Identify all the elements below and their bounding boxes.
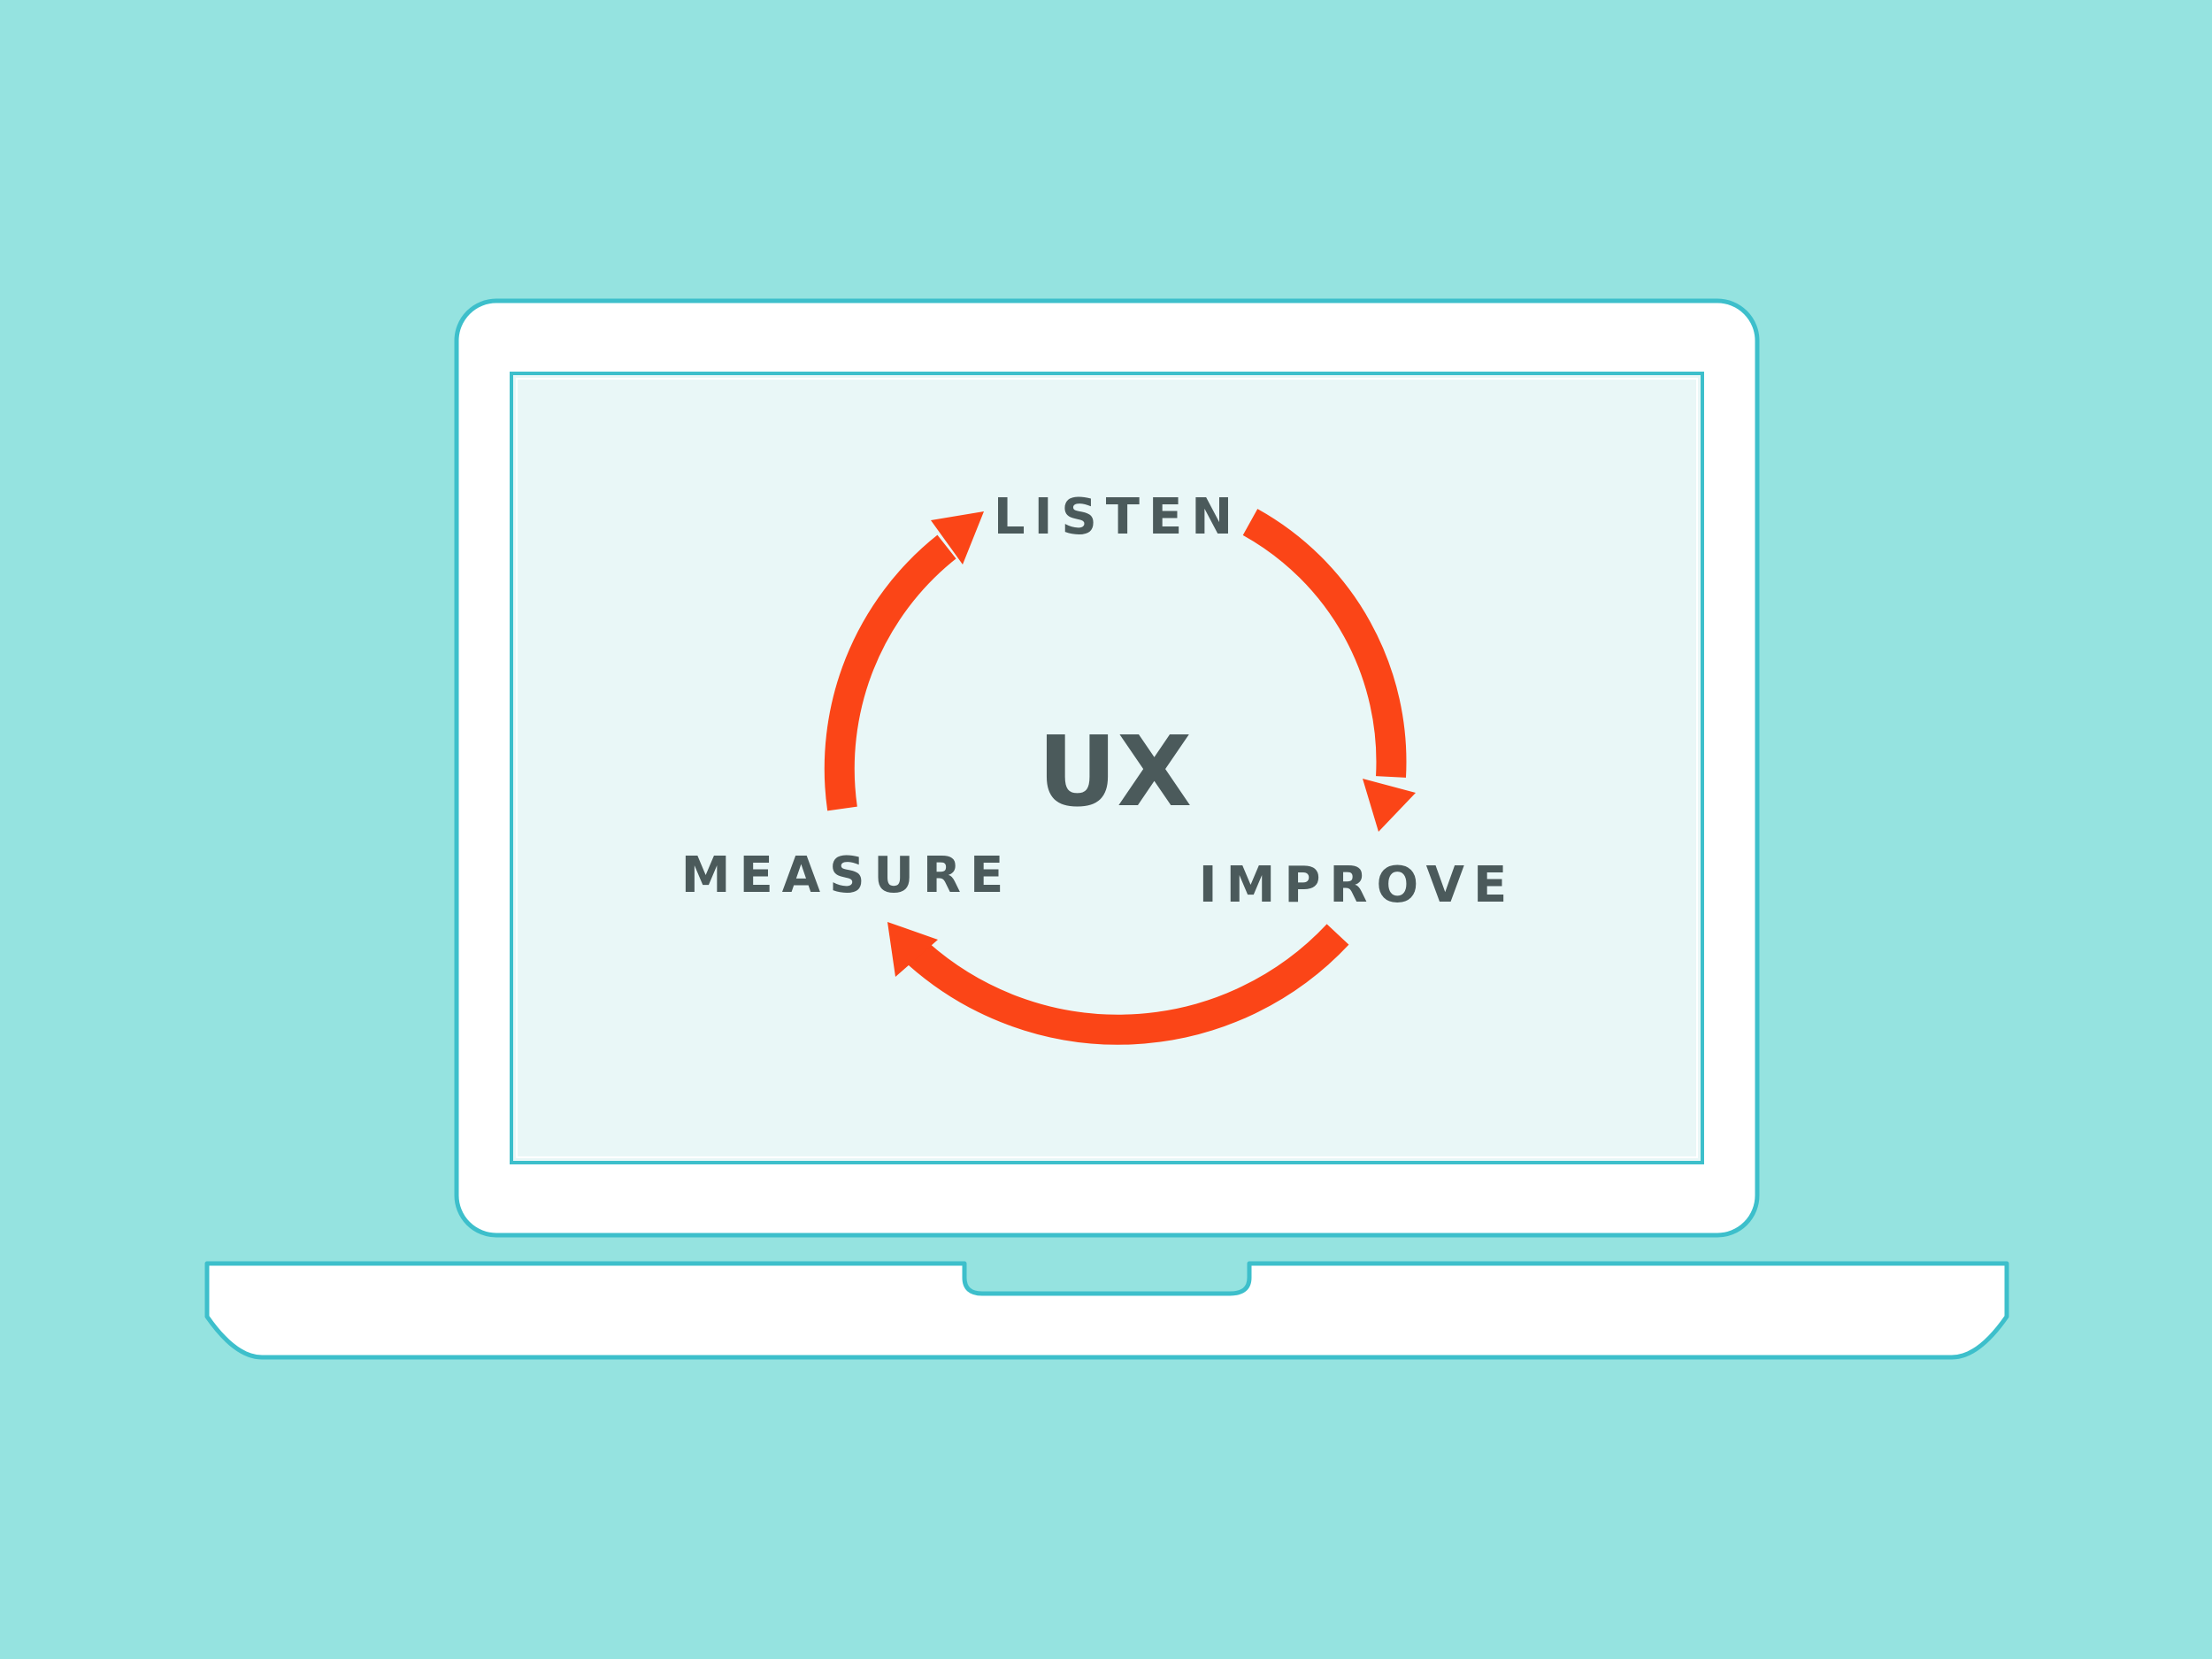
arrow-improve-to-measure xyxy=(887,922,1349,1045)
arrow-head xyxy=(931,511,984,565)
step-label-measure: MEASURE xyxy=(681,847,1013,904)
arrow-arc xyxy=(1242,509,1407,778)
step-label-listen: LISTEN xyxy=(994,488,1241,546)
arrow-measure-to-listen xyxy=(824,511,984,811)
laptop xyxy=(204,298,2009,1360)
arrow-arc xyxy=(824,534,956,811)
screen-inner-border xyxy=(516,378,1698,1158)
laptop-base xyxy=(204,1261,2009,1360)
arrow-listen-to-improve xyxy=(1242,509,1416,832)
arrow-arc xyxy=(908,924,1349,1045)
step-label-improve: IMPROVE xyxy=(1199,856,1516,914)
ux-cycle-diagram: LISTEN IMPROVE MEASURE UX xyxy=(681,488,1516,1045)
center-label-ux: UX xyxy=(1038,715,1192,828)
arrow-head xyxy=(887,922,938,977)
arrow-head xyxy=(1363,779,1416,832)
